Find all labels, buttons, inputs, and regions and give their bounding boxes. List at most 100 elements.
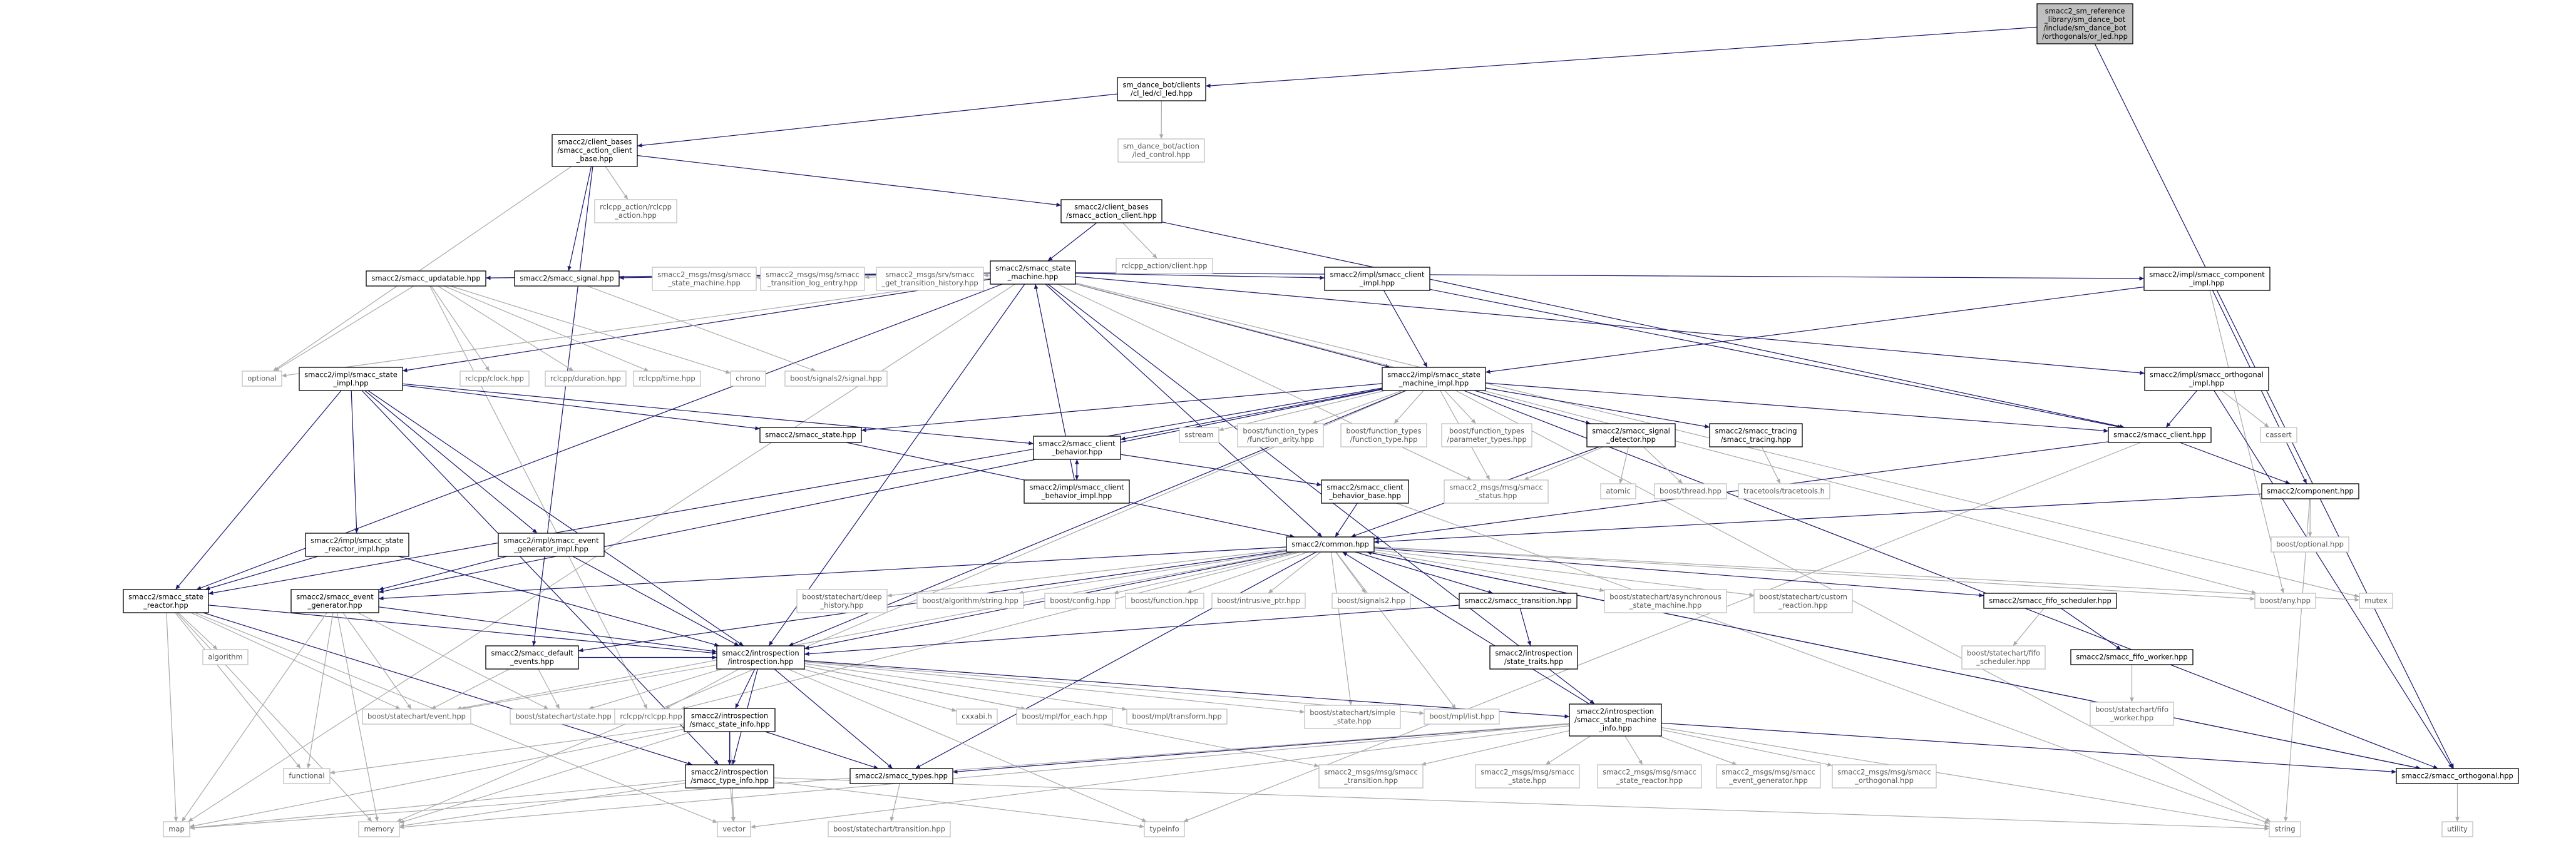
node-sc-event: boost/statechart/event.hpp bbox=[362, 708, 471, 725]
node-orthogonal[interactable]: smacc2/smacc_orthogonal.hpp bbox=[2396, 768, 2519, 784]
edge-state-reactor-to-introspection bbox=[208, 605, 717, 655]
node-utility: utility bbox=[2441, 821, 2473, 837]
node-msg-state-machine: smacc2_msgs/msg/smacc_state_machine.hpp bbox=[652, 267, 757, 291]
edge-signal-detector-to-msg-status bbox=[1524, 446, 1604, 481]
node-introspection[interactable]: smacc2/introspection/introspection.hpp bbox=[716, 645, 805, 670]
node-label-line: smacc2_msgs/msg/smacc bbox=[1480, 768, 1574, 777]
node-state-machine[interactable]: smacc2/smacc_state_machine.hpp bbox=[990, 260, 1076, 285]
node-tracing[interactable]: smacc2/smacc_tracing/smacc_tracing.hpp bbox=[1709, 423, 1803, 447]
edge-type-info-to-memory bbox=[399, 782, 686, 828]
edge-common-to-transition bbox=[1355, 551, 1494, 595]
node-label-line: smacc2/introspection bbox=[1577, 707, 1654, 716]
edge-state-reactor-to-algorithm bbox=[178, 612, 218, 650]
node-signal-detector[interactable]: smacc2/smacc_signal_detector.hpp bbox=[1586, 423, 1676, 447]
node-type-info[interactable]: smacc2/introspection/smacc_type_info.hpp bbox=[685, 764, 774, 789]
node-component[interactable]: smacc2/component.hpp bbox=[2261, 483, 2359, 499]
node-smacc-types[interactable]: smacc2/smacc_types.hpp bbox=[849, 768, 953, 784]
node-box bbox=[1060, 199, 1162, 223]
edge-sm-info-to-msg-state bbox=[1545, 735, 1591, 765]
node-component-impl[interactable]: smacc2/impl/smacc_component_impl.hpp bbox=[2143, 267, 2271, 291]
edge-updatable-to-chrono bbox=[449, 285, 731, 374]
node-state-reactor[interactable]: smacc2/smacc_state_reactor.hpp bbox=[123, 589, 209, 613]
node-state-traits[interactable]: smacc2/introspection/state_traits.hpp bbox=[1489, 645, 1578, 670]
node-boost-any: boost/any.hpp bbox=[2254, 593, 2316, 609]
node-state[interactable]: smacc2/smacc_state.hpp bbox=[759, 427, 862, 443]
edge-client-impl-to-client bbox=[1429, 289, 2123, 429]
edge-state-impl-to-event-generator-impl bbox=[364, 390, 538, 534]
node-box bbox=[1716, 764, 1821, 789]
node-box bbox=[1983, 593, 2117, 609]
node-transition[interactable]: smacc2/smacc_transition.hpp bbox=[1459, 593, 1578, 609]
node-fifo-scheduler[interactable]: smacc2/smacc_fifo_scheduler.hpp bbox=[1983, 593, 2117, 609]
node-orthogonal-impl[interactable]: smacc2/impl/smacc_orthogonal_impl.hpp bbox=[2144, 367, 2269, 391]
node-box bbox=[1024, 479, 1130, 504]
edge-introspection-to-state-info bbox=[735, 668, 756, 709]
edge-state-impl-to-introspection bbox=[367, 390, 744, 646]
edge-sm-impl-to-ft-parameter-types bbox=[1444, 390, 1477, 424]
node-box bbox=[290, 589, 379, 613]
node-label-line: /function_arity.hpp bbox=[1247, 435, 1314, 444]
node-event-generator-impl[interactable]: smacc2/impl/smacc_event_generator_impl.h… bbox=[498, 533, 605, 557]
node-client-behavior[interactable]: smacc2/smacc_client_behavior.hpp bbox=[1033, 436, 1121, 460]
node-algorithm-string: boost/algorithm/string.hpp bbox=[916, 593, 1024, 609]
node-box bbox=[828, 821, 951, 837]
node-root[interactable]: smacc2_sm_reference_library/sm_dance_bot… bbox=[2036, 3, 2133, 44]
edge-action-client-to-client bbox=[1161, 222, 2125, 429]
node-box bbox=[358, 821, 400, 837]
node-sm-impl[interactable]: smacc2/impl/smacc_state_machine_impl.hpp bbox=[1382, 367, 1486, 391]
edge-common-to-mpl-list bbox=[1335, 551, 1457, 710]
node-box bbox=[1832, 764, 1937, 789]
node-state-reactor-impl[interactable]: smacc2/impl/smacc_state_reactor_impl.hpp bbox=[305, 533, 409, 557]
node-client-behavior-impl[interactable]: smacc2/impl/smacc_client_behavior_impl.h… bbox=[1024, 479, 1130, 504]
node-action-client-base[interactable]: smacc2/client_bases/smacc_action_client_… bbox=[552, 134, 638, 167]
node-event-generator[interactable]: smacc2/smacc_event_generator.hpp bbox=[290, 589, 379, 613]
edge-state-machine-to-component-impl bbox=[1075, 272, 2145, 281]
node-label-line: _transition_log_entry.hpp bbox=[767, 278, 858, 287]
edge-common-to-custom-reaction bbox=[1373, 549, 1755, 597]
edge-state-reactor-to-type-info bbox=[203, 612, 693, 765]
edge-action-client-base-to-signal bbox=[567, 166, 592, 272]
edge-action-client-base-to-rclcpp-action bbox=[605, 166, 629, 200]
node-mpl-for-each: boost/mpl/for_each.hpp bbox=[1016, 708, 1113, 725]
edge-tracing-to-tracetools bbox=[1761, 446, 1781, 484]
edge-type-info-to-vector bbox=[730, 787, 736, 822]
node-label-line: smacc2/smacc_types.hpp bbox=[855, 772, 948, 780]
node-label-line: smacc2_sm_reference bbox=[2045, 7, 2125, 16]
node-sm-info[interactable]: smacc2/introspection/smacc_state_machine… bbox=[1569, 703, 1662, 737]
node-label-line: smacc2/common.hpp bbox=[1291, 540, 1369, 549]
node-box bbox=[784, 370, 888, 387]
node-label-line: smacc2/smacc_client bbox=[1039, 439, 1116, 448]
node-rclcpp: rclcpp/rclcpp.hpp bbox=[614, 708, 688, 725]
node-label-line: boost/config.hpp bbox=[1050, 596, 1110, 605]
node-cl-led[interactable]: sm_dance_bot/clients/cl_led/cl_led.hpp bbox=[1117, 77, 1206, 101]
node-client[interactable]: smacc2/smacc_client.hpp bbox=[2108, 427, 2212, 443]
node-state-impl[interactable]: smacc2/impl/smacc_state_impl.hpp bbox=[299, 367, 403, 391]
edge-root-to-orthogonal bbox=[2094, 43, 2455, 769]
edge-sm-impl-to-ft-function-arity bbox=[1311, 390, 1403, 424]
edge-introspection-to-sc-state bbox=[588, 668, 722, 710]
node-label-line: smacc2/client_bases bbox=[558, 138, 632, 146]
node-common[interactable]: smacc2/common.hpp bbox=[1286, 536, 1375, 553]
node-state-info[interactable]: smacc2/introspection/smacc_state_info.hp… bbox=[684, 708, 776, 732]
node-label-line: _action.hpp bbox=[614, 211, 657, 220]
node-label-line: rclcpp/clock.hpp bbox=[465, 374, 524, 383]
node-fifo-worker[interactable]: smacc2/smacc_fifo_worker.hpp bbox=[2070, 649, 2194, 665]
node-action-client[interactable]: smacc2/client_bases/smacc_action_client.… bbox=[1060, 199, 1162, 223]
node-label-line: smacc2_msgs/srv/smacc bbox=[885, 270, 975, 279]
node-label-line: _behavior.hpp bbox=[1051, 447, 1102, 456]
node-label-line: tracetools/tracetools.h bbox=[1743, 487, 1825, 496]
node-label-line: smacc2/smacc_fifo_scheduler.hpp bbox=[1989, 596, 2112, 605]
edge-event-generator-to-memory bbox=[337, 612, 379, 822]
node-updatable[interactable]: smacc2/smacc_updatable.hpp bbox=[366, 270, 486, 287]
node-signal[interactable]: smacc2/smacc_signal.hpp bbox=[514, 270, 620, 287]
edge-action-client-base-to-default-events bbox=[531, 166, 593, 646]
node-ft-parameter-types: boost/function_types/parameter_types.hpp bbox=[1441, 423, 1532, 447]
node-client-behavior-base[interactable]: smacc2/smacc_client_behavior_base.hpp bbox=[1321, 479, 1409, 504]
edge-event-generator-to-sc-event bbox=[342, 612, 412, 710]
node-default-events[interactable]: smacc2/smacc_default_events.hpp bbox=[485, 645, 579, 670]
node-label-line: rclcpp/time.hpp bbox=[639, 374, 695, 383]
node-label-line: _behavior_impl.hpp bbox=[1041, 491, 1112, 500]
node-label-line: boost/any.hpp bbox=[2260, 596, 2311, 605]
node-label-line: atomic bbox=[1606, 487, 1630, 496]
node-client-impl[interactable]: smacc2/impl/smacc_client_impl.hpp bbox=[1324, 267, 1430, 291]
